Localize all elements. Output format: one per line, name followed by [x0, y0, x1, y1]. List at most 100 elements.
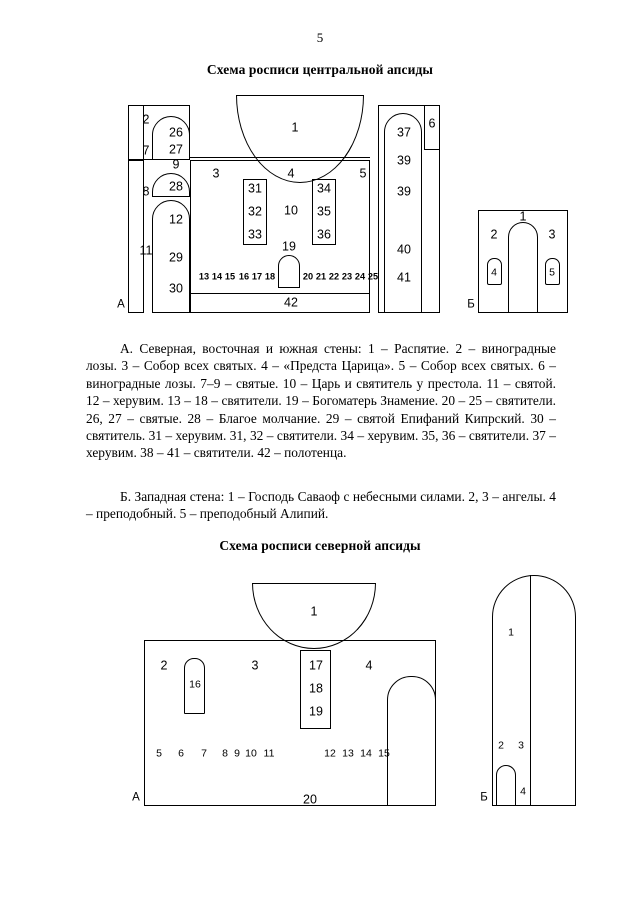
label-40: 40	[397, 242, 411, 257]
figure2-west-small-arch	[496, 765, 516, 806]
figure2-niche-16	[184, 658, 205, 714]
label-35: 35	[317, 204, 331, 219]
label-12: 12	[169, 212, 183, 227]
figure2-label-15: 15	[378, 747, 390, 760]
window-19	[278, 255, 300, 288]
small-label-20: 20	[302, 271, 314, 282]
box-34-35-36	[312, 179, 336, 245]
label-37: 37	[397, 125, 411, 140]
west-label-1: 1	[519, 209, 527, 224]
figure2-label-9: 9	[234, 747, 240, 760]
figure1-central-apse-diagram: 1 2 7 8 11 26 27 9 28 12 29 30 3 4 5 10	[0, 95, 640, 320]
label-33: 33	[248, 227, 262, 242]
right-outer-box-6	[424, 105, 440, 150]
description-paragraph-a: А. Северная, восточная и южная стены: 1 …	[86, 340, 556, 462]
figure2-label-7: 7	[201, 747, 207, 760]
small-label-25: 25	[367, 271, 379, 282]
figure2-label-3: 3	[251, 658, 259, 673]
figure2-conch-label: 1	[310, 604, 318, 619]
label-10: 10	[284, 203, 298, 218]
left-outer-lower-block	[128, 160, 144, 313]
conch-label: 1	[291, 120, 299, 135]
figure2-label-14: 14	[360, 747, 372, 760]
label-3: 3	[212, 166, 220, 181]
figure2-title: Схема росписи северной апсиды	[219, 538, 421, 553]
figure2-right-arch	[387, 676, 436, 806]
figure2-label-13: 13	[342, 747, 354, 760]
label-29: 29	[169, 250, 183, 265]
figure1-marker-a: А	[117, 298, 125, 311]
label-19: 19	[282, 239, 296, 254]
label-6: 6	[428, 116, 436, 131]
figure1-title: Схема росписи центральной апсиды	[206, 62, 434, 77]
figure2-label-19: 19	[309, 704, 323, 719]
label-39b: 39	[397, 184, 411, 199]
figure2-label-18: 18	[309, 681, 323, 696]
figure2-west-label-3: 3	[518, 739, 524, 752]
figure2-west-label-4: 4	[520, 785, 526, 798]
figure2-label-11: 11	[263, 747, 275, 760]
figure1-marker-b: Б	[467, 298, 475, 311]
figure2-marker-a: А	[132, 791, 140, 804]
west-label-5: 5	[549, 266, 555, 279]
small-label-23: 23	[341, 271, 353, 282]
label-7: 7	[142, 143, 150, 158]
label-8: 8	[142, 184, 150, 199]
paragraph-a-text: А. Северная, восточная и южная стены: 1 …	[86, 341, 556, 461]
figure2-west-divider	[530, 575, 532, 806]
small-label-17: 17	[251, 271, 263, 282]
figure2-label-2: 2	[160, 658, 168, 673]
page-number: 5	[316, 30, 324, 45]
right-pier-arch	[384, 113, 422, 313]
figure2-label-20: 20	[303, 792, 317, 807]
label-11: 11	[139, 243, 153, 258]
figure2-label-12: 12	[324, 747, 336, 760]
figure2-label-16: 16	[189, 678, 201, 691]
label-5: 5	[359, 166, 367, 181]
label-2: 2	[142, 112, 150, 127]
figure2-label-6: 6	[178, 747, 184, 760]
label-41: 41	[397, 270, 411, 285]
central-wall-panel	[190, 160, 370, 313]
figure2-label-5: 5	[156, 747, 162, 760]
label-28: 28	[169, 179, 183, 194]
label-26: 26	[169, 125, 183, 140]
small-label-15: 15	[224, 271, 236, 282]
label-36: 36	[317, 227, 331, 242]
small-label-16: 16	[238, 271, 250, 282]
label-9: 9	[172, 157, 180, 172]
label-42: 42	[284, 295, 298, 310]
figure2-marker-b: Б	[480, 791, 488, 804]
arch-12-29-30	[152, 200, 190, 313]
west-label-2: 2	[490, 227, 498, 242]
paragraph-b-text: Б. Западная стена: 1 – Господь Саваоф с …	[86, 489, 556, 522]
figure2-label-10: 10	[245, 747, 257, 760]
box-31-32-33	[243, 179, 267, 245]
figure2-label-8: 8	[222, 747, 228, 760]
small-label-24: 24	[354, 271, 366, 282]
base-band-42	[190, 293, 370, 313]
west-small-arch-left	[487, 258, 502, 285]
label-27: 27	[169, 142, 183, 157]
west-label-3: 3	[548, 227, 556, 242]
figure2-west-label-1: 1	[508, 626, 514, 639]
west-small-arch-right	[545, 258, 560, 285]
small-label-22: 22	[328, 271, 340, 282]
label-30: 30	[169, 281, 183, 296]
small-label-13: 13	[198, 271, 210, 282]
west-central-arch	[508, 222, 538, 313]
small-label-21: 21	[315, 271, 327, 282]
label-32: 32	[248, 204, 262, 219]
label-4: 4	[287, 166, 295, 181]
west-label-4: 4	[491, 266, 497, 279]
figure2-label-17: 17	[309, 658, 323, 673]
label-31: 31	[248, 181, 262, 196]
label-39a: 39	[397, 153, 411, 168]
figure2-label-4: 4	[365, 658, 373, 673]
small-label-14: 14	[211, 271, 223, 282]
label-34: 34	[317, 181, 331, 196]
figure2-box-17-18-19	[300, 650, 331, 729]
small-label-18: 18	[264, 271, 276, 282]
figure2-west-label-2: 2	[498, 739, 504, 752]
